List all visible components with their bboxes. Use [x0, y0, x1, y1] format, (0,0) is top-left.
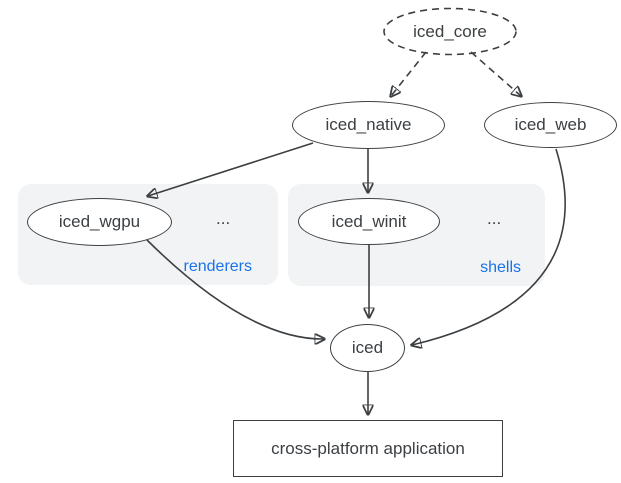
node-iced-wgpu: iced_wgpu [27, 198, 172, 246]
group-label-renderers: renderers [183, 258, 252, 275]
node-iced-core: iced_core [413, 21, 487, 41]
node-iced-native: iced_native [292, 101, 445, 149]
renderers-ellipsis: ... [216, 209, 231, 228]
edge-native-wgpu [148, 142, 314, 196]
node-iced-core-outline [383, 7, 517, 56]
edge-web-iced [412, 148, 566, 345]
edge-wgpu-iced [146, 239, 324, 339]
group-label-shells: shells [480, 259, 521, 276]
node-cross-platform-application: cross-platform application [233, 420, 503, 477]
shells-ellipsis: ... [487, 209, 502, 228]
node-iced-web: iced_web [484, 102, 617, 148]
node-iced: iced [330, 324, 405, 372]
edge-core-native [391, 51, 427, 96]
node-iced-winit: iced_winit [298, 198, 440, 245]
edge-core-web [470, 51, 521, 96]
